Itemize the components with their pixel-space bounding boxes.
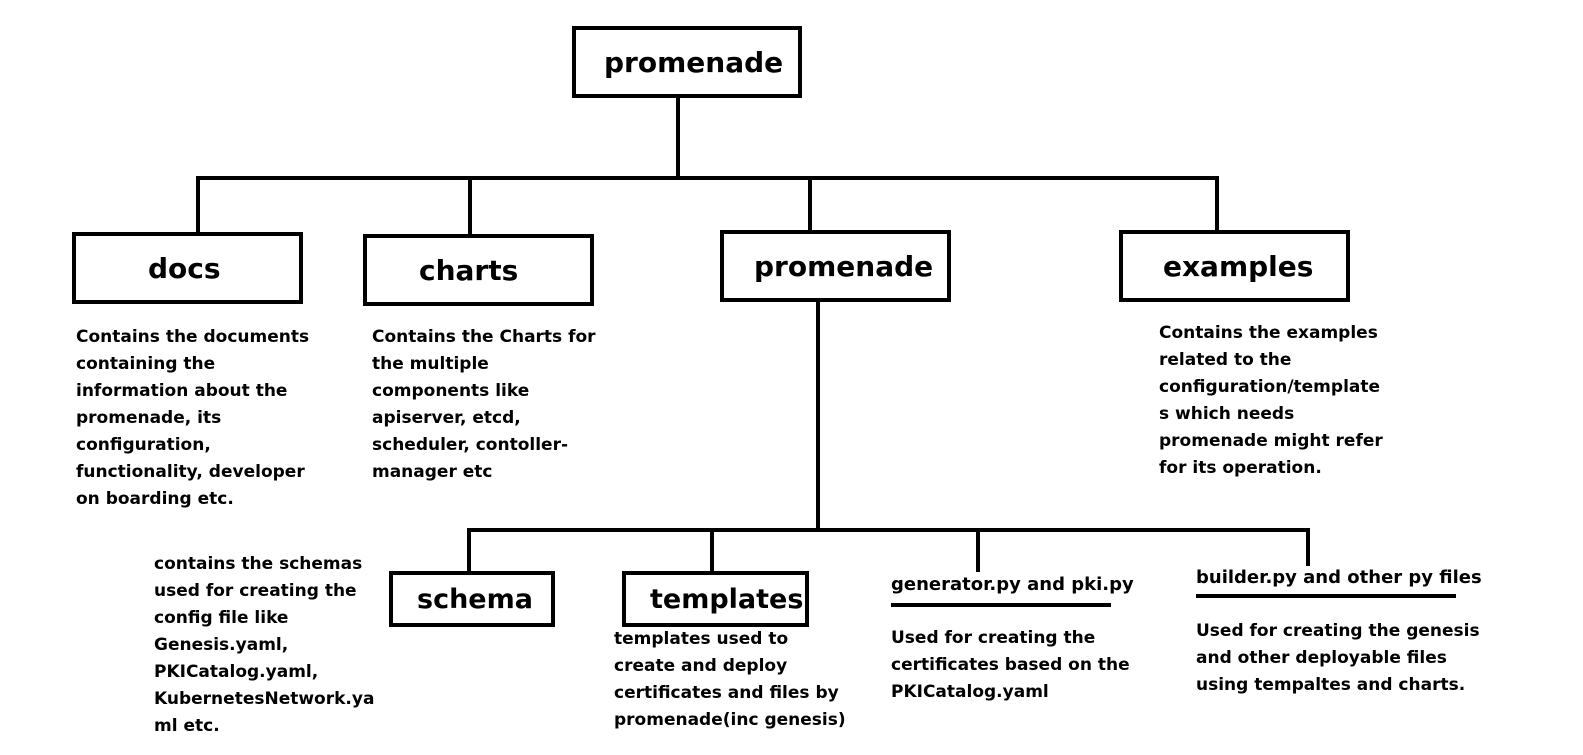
generator-label: generator.py and pki.py xyxy=(891,574,1134,595)
node-charts: charts xyxy=(363,234,594,306)
generator-description: Used for creating the certificates based… xyxy=(891,628,1130,702)
node-examples: examples xyxy=(1119,230,1350,302)
node-label: schema xyxy=(417,583,533,615)
node-root-promenade: promenade xyxy=(572,26,802,98)
node-label: promenade xyxy=(604,45,784,79)
builder-label: builder.py and other py files xyxy=(1196,567,1482,588)
builder-description: Used for creating the genesis and other … xyxy=(1196,621,1480,695)
node-label: charts xyxy=(419,253,519,287)
node-templates: templates xyxy=(622,571,809,627)
node-docs: docs xyxy=(72,232,303,304)
schema-description: contains the schemas used for creating t… xyxy=(154,554,375,736)
node-label: promenade xyxy=(754,249,934,283)
docs-description: Contains the documents containing the in… xyxy=(76,327,310,509)
charts-description: Contains the Charts for the multiple com… xyxy=(372,327,596,481)
node-label: examples xyxy=(1163,249,1314,283)
node-label: docs xyxy=(148,251,221,285)
examples-description: Contains the examples related to the con… xyxy=(1159,323,1383,478)
node-label: templates xyxy=(650,583,804,615)
node-schema: schema xyxy=(389,571,555,627)
node-promenade-sub: promenade xyxy=(720,230,951,302)
templates-description: templates used to create and deploy cert… xyxy=(614,629,846,730)
